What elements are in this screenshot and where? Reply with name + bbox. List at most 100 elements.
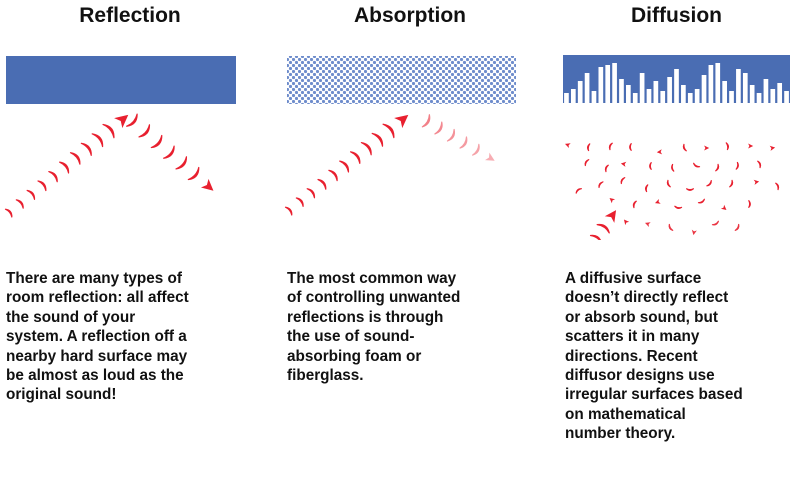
- caption-line: or absorb sound, but: [565, 308, 718, 326]
- diffusor-well: [660, 91, 666, 103]
- wave-arc: [421, 114, 431, 128]
- scatter-arc: [575, 188, 582, 194]
- wave-arc: [80, 142, 92, 156]
- absorption-title: Absorption: [354, 4, 466, 27]
- caption-line: fiberglass.: [287, 367, 364, 385]
- diffusor-well: [777, 83, 783, 103]
- diffusor-well: [687, 93, 693, 103]
- arrowhead-icon: [485, 152, 495, 161]
- scatter-arc: [674, 205, 683, 209]
- scatter-arc: [711, 220, 719, 226]
- diffusor-well: [605, 65, 611, 103]
- scatter-arc: [668, 223, 674, 231]
- caption-line: doesn’t directly reflect: [565, 289, 729, 307]
- diffusor-well: [708, 65, 714, 103]
- arrowhead-icon: [609, 197, 616, 204]
- caption-line: on mathematical: [565, 405, 686, 423]
- scatter-arc: [693, 162, 701, 168]
- wave-arc: [349, 151, 361, 164]
- arrowhead-icon: [748, 143, 754, 149]
- absorption-panel: Absorption The most common way of contro…: [280, 0, 540, 489]
- scatter-arc: [686, 188, 694, 191]
- wave-arc: [306, 188, 316, 199]
- arrowhead-icon: [604, 210, 617, 223]
- diffusor-well: [639, 73, 645, 103]
- caption-line: be almost as loud as the: [6, 367, 184, 385]
- scatter-arc: [734, 223, 740, 231]
- caption-line: the sound of your: [6, 308, 136, 326]
- arrowhead-icon: [654, 198, 661, 204]
- diffusor-well: [591, 91, 597, 103]
- scatter-arc: [629, 143, 632, 151]
- diffusor-well: [715, 63, 721, 103]
- diffusor-well: [742, 73, 748, 103]
- caption-line: diffusor designs use: [565, 367, 715, 385]
- scatter-arc: [697, 198, 705, 204]
- diffusor-well: [681, 85, 686, 103]
- arrowhead-icon: [639, 239, 646, 240]
- diffusion-diagram: [563, 55, 790, 240]
- arrowhead-icon: [644, 222, 651, 228]
- scattered-sound-waves: [564, 142, 780, 240]
- scatter-arc: [748, 200, 751, 208]
- diffusor-well: [619, 79, 624, 103]
- caption-line: scatters it in many: [565, 328, 700, 346]
- scatter-arc: [604, 164, 609, 173]
- diffusor-well: [570, 89, 576, 103]
- scatter-arc: [587, 143, 591, 152]
- caption-line: directions. Recent: [565, 347, 698, 365]
- arrowhead-icon: [753, 179, 760, 185]
- arrowhead-icon: [564, 143, 571, 149]
- arrowhead-icon: [769, 145, 776, 151]
- wave-arc: [339, 160, 350, 173]
- wave-arc: [150, 134, 163, 149]
- caption-line: The most common way: [287, 270, 457, 287]
- arrowhead-icon: [720, 204, 727, 211]
- wave-arc: [446, 128, 456, 142]
- diffusor-well: [701, 75, 707, 103]
- diffusor-well: [577, 81, 583, 103]
- wave-arc: [459, 136, 468, 149]
- scatter-arc: [735, 161, 739, 170]
- caption-line: original sound!: [6, 386, 117, 404]
- reflection-title: Reflection: [79, 4, 181, 27]
- diffusor-well: [598, 67, 604, 103]
- incoming-sound-wave: [284, 114, 409, 216]
- diffusion-panel: Diffusion A diffusive surface doesn’t di…: [560, 0, 793, 489]
- absorption-diagram: [284, 56, 516, 216]
- scatter-arc: [671, 163, 675, 172]
- wave-arc: [102, 123, 115, 139]
- scatter-arc: [729, 179, 734, 188]
- wave-arc: [37, 180, 47, 192]
- caption-line: of controlling unwanted: [287, 289, 461, 307]
- diffusor-well: [736, 69, 741, 103]
- caption-line: There are many types of: [6, 270, 182, 287]
- diffusor-well: [626, 85, 631, 103]
- diffusor-well: [763, 79, 769, 103]
- scatter-arc: [584, 159, 590, 167]
- wave-arc: [371, 132, 384, 147]
- wave-arc: [48, 170, 58, 183]
- caption-line: number theory.: [565, 425, 676, 443]
- diffusor-well: [694, 89, 700, 103]
- wave-arc: [284, 206, 293, 216]
- wave-arc: [4, 208, 13, 218]
- scatter-arc: [715, 163, 720, 172]
- hard-surface: [6, 56, 236, 104]
- wave-arc: [26, 189, 36, 200]
- reflection-caption: There are many types of room reflection:…: [6, 269, 189, 405]
- wave-arc: [126, 113, 138, 127]
- caption-line: room reflection: all affect: [6, 289, 189, 307]
- diffusor-well: [612, 63, 617, 103]
- arrowhead-icon: [394, 114, 409, 129]
- scatter-arc: [649, 162, 652, 170]
- caption-line: reflections is through: [287, 308, 444, 326]
- arrowhead-icon: [704, 145, 710, 151]
- wave-arc: [328, 169, 338, 182]
- diffusion-title: Diffusion: [631, 4, 722, 27]
- wave-arc: [434, 121, 443, 135]
- incoming-sound-wave: [589, 210, 617, 240]
- diffusor-well: [667, 77, 672, 103]
- wave-arc: [69, 152, 81, 165]
- diffusor-surface: [563, 55, 790, 103]
